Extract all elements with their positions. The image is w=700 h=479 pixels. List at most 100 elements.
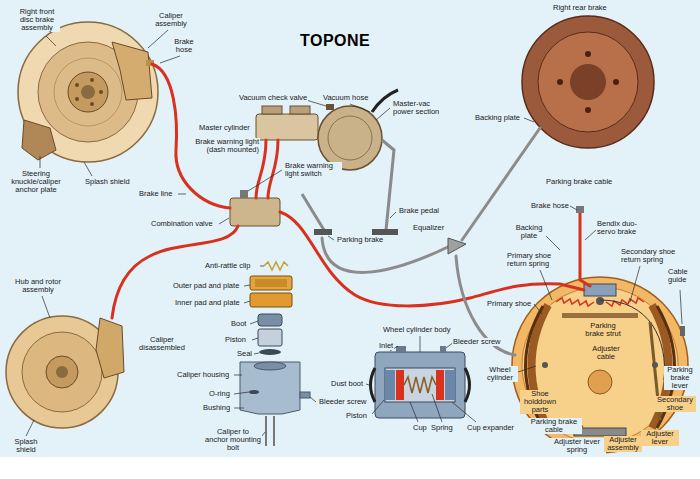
leader-line [350, 104, 370, 112]
front-disc-brake [18, 22, 158, 162]
part-label: Hub and rotor assembly [8, 278, 68, 294]
duo-servo-drum-brake [512, 277, 688, 453]
exploded-caliper [265, 416, 267, 446]
part-label: Boot [230, 320, 247, 328]
part-label: Parking brake cable [526, 418, 582, 434]
leader-line [328, 236, 334, 240]
parking-brake-cable [322, 128, 540, 355]
front-disc-brake [90, 78, 94, 82]
part-label: Bendix duo-servo brake [596, 220, 642, 236]
hose-fitting [576, 206, 584, 213]
leader-line [432, 394, 442, 422]
hub-rotor [6, 316, 124, 428]
part-label: Wheel cylinder body [382, 326, 452, 334]
hub-rotor [22, 332, 102, 412]
part-label: Shoe holddown parts [520, 390, 560, 414]
wheel-cylinder-section [385, 370, 395, 400]
duo-servo-drum-brake [542, 362, 548, 368]
leader-line [84, 162, 92, 176]
master-cylinder-booster [240, 190, 248, 198]
part-label: Cup [412, 424, 428, 432]
part-label: Secondary shoe [654, 396, 696, 412]
part-label: Parking brake strut [580, 322, 626, 338]
exploded-caliper [258, 329, 282, 346]
part-label: Seal [236, 350, 253, 358]
hub-rotor [46, 356, 78, 388]
brake-line [280, 212, 584, 306]
wheel-cylinder-section [371, 346, 470, 418]
part-label: Secondary shoe return spring [620, 248, 684, 264]
leader-line [366, 384, 372, 386]
exploded-caliper [240, 362, 300, 414]
part-label: Vacuum hose [322, 94, 369, 102]
wheel-cylinder-section [371, 368, 376, 402]
duo-servo-drum-brake [522, 287, 678, 443]
part-label: O-ring [208, 390, 231, 398]
exploded-caliper [249, 390, 259, 394]
part-label: Spring [430, 424, 454, 432]
wheel-cylinder-section [445, 370, 455, 400]
leader-line [148, 30, 168, 48]
diagram-title: TOPONE [300, 32, 370, 50]
exploded-caliper [259, 349, 281, 355]
part-label: Bleeder screw [318, 398, 368, 406]
part-label: Inner pad and plate [174, 299, 241, 307]
part-label: Bushing [202, 404, 231, 412]
part-label: Bleeder screw [452, 338, 502, 346]
leader-line [40, 156, 41, 168]
part-label: Combination valve [150, 220, 214, 228]
part-label: Adjuster lever [641, 430, 679, 446]
duo-servo-drum-brake [512, 277, 688, 453]
leader-line [680, 290, 682, 324]
part-label: Brake warning light (dash mounted) [186, 138, 260, 154]
part-label: Brake hose [168, 38, 200, 54]
master-cylinder-booster [262, 106, 282, 114]
master-cylinder-booster [230, 90, 398, 235]
leader-line [248, 170, 282, 191]
exploded-caliper [273, 416, 275, 446]
part-label: Inlet [378, 342, 394, 350]
front-disc-brake [81, 85, 95, 99]
leader-line [46, 36, 56, 46]
leader-line [544, 234, 560, 250]
part-label: Parking brake lever [664, 366, 696, 390]
duo-servo-drum-brake [652, 362, 658, 368]
leader-line [234, 375, 242, 376]
wheel-cylinder-section [385, 368, 455, 402]
hub-rotor [56, 366, 68, 378]
master-cylinder-booster [314, 229, 332, 235]
leader-line [219, 218, 229, 224]
part-label: Brake warning light switch [284, 162, 342, 178]
wheel-cylinder-section [375, 352, 465, 418]
part-label: Caliper assembly [152, 12, 190, 28]
part-label: Splash shield [10, 438, 42, 454]
part-label: Outer pad and plate [172, 282, 240, 290]
right-rear-drum [585, 107, 591, 113]
part-label: Adjuster assembly [604, 436, 642, 452]
part-label: Parking brake [336, 236, 384, 244]
part-label: Wheel cylinder [482, 366, 518, 382]
exploded-caliper [255, 279, 287, 287]
front-disc-brake [18, 22, 158, 162]
master-cylinder-booster [328, 116, 372, 160]
leader-line [262, 432, 265, 436]
front-disc-brake [112, 42, 152, 100]
brake-line [112, 64, 590, 318]
right-rear-drum [538, 32, 638, 132]
front-disc-brake [54, 58, 122, 126]
leader-line [518, 366, 536, 372]
leader-line [585, 230, 596, 240]
part-label: Cable guide [667, 268, 696, 284]
leader-line [410, 402, 418, 422]
leader-line [26, 420, 34, 436]
leader-line [254, 353, 259, 354]
leader-line [524, 118, 534, 122]
right-rear-drum [522, 16, 654, 148]
exploded-caliper [300, 392, 310, 398]
leader-line [420, 336, 421, 352]
wheel-cylinder-section [396, 370, 404, 400]
right-rear-drum [557, 79, 563, 85]
front-disc-brake [75, 83, 79, 87]
leader-line [372, 400, 384, 414]
